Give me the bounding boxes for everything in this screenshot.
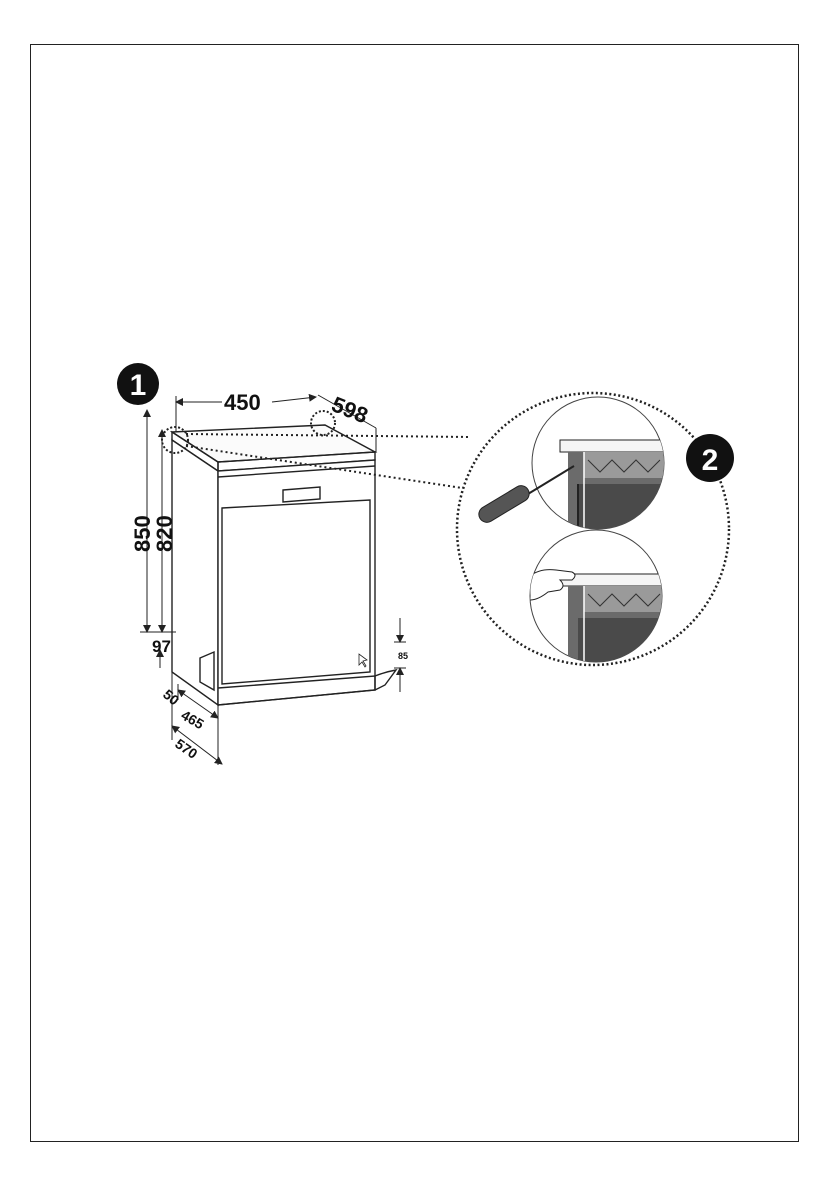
callout-2-number: 2 [702,444,719,477]
callout-1-number: 1 [130,369,147,402]
dim-97-label: 97 [152,637,171,656]
callout-1-badge: 1 [117,363,159,405]
dim-570-label: 570 [172,735,200,762]
dim-820-label: 820 [152,515,177,552]
dim-50-label: 50 [160,686,182,708]
dim-450-label: 450 [224,390,261,415]
dim-465-label: 465 [179,707,207,733]
dim-85-label: 85 [398,651,408,661]
dim-598-label: 598 [328,391,371,428]
callout-2-badge: 2 [686,434,734,482]
